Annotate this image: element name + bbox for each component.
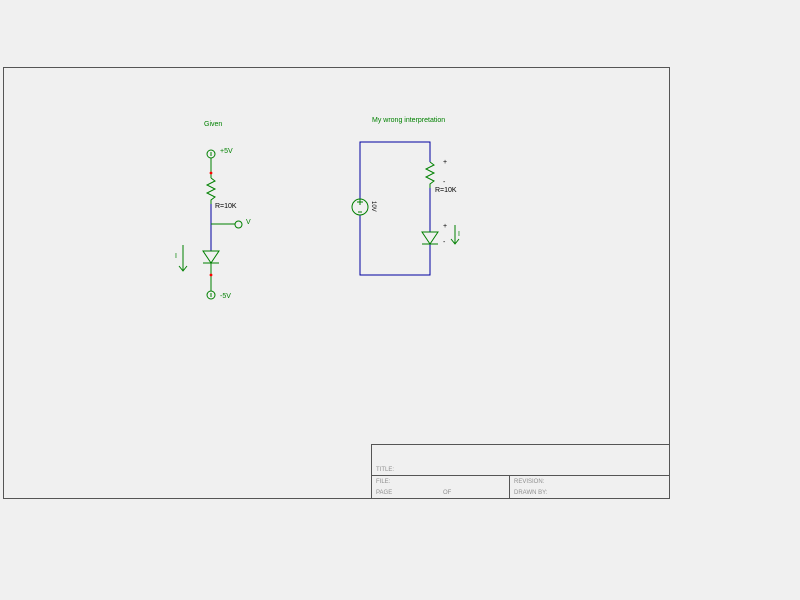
interp-resistor-label: R=10K <box>435 187 457 194</box>
supply-bottom-symbol <box>206 290 216 300</box>
title-block-file: FILE: <box>376 479 391 485</box>
given-resistor-label: R=10K <box>215 203 237 210</box>
title-block-drawn-by: DRAWN BY: <box>514 490 548 496</box>
given-current-arrow <box>178 245 188 272</box>
title-block-revision: REVISION: <box>514 479 545 485</box>
sheet-border <box>3 67 670 499</box>
interp-minus-1: - <box>443 179 446 186</box>
given-circuit: Given +5V R=10K V -5V <box>175 121 251 300</box>
interp-resistor-symbol <box>424 161 436 188</box>
junction-dot-bottom <box>209 273 213 277</box>
node-v-label: V <box>246 219 251 226</box>
interp-plus-1: + <box>443 159 447 166</box>
supply-top-label: +5V <box>220 148 233 155</box>
given-resistor-symbol <box>205 177 217 204</box>
interp-current-label: I <box>458 231 460 238</box>
title-block-frame <box>371 444 670 499</box>
supply-bottom-label: -5V <box>220 293 231 300</box>
voltage-source-symbol <box>351 198 369 216</box>
junction-dot-top <box>209 171 213 175</box>
title-block-of: OF <box>443 490 452 496</box>
interp-diode-symbol <box>421 231 439 245</box>
interpretation-title: My wrong interpretation <box>372 117 445 124</box>
given-title: Given <box>204 121 222 128</box>
loop-wire-top <box>359 141 431 199</box>
interp-minus-2: - <box>443 239 446 246</box>
supply-top-symbol <box>206 149 216 159</box>
loop-wire-bottom <box>359 215 431 276</box>
given-diode-symbol <box>202 250 220 291</box>
title-block: TITLE: FILE: REVISION: PAGE OF DRAWN BY: <box>371 444 670 499</box>
title-block-page: PAGE <box>376 490 392 496</box>
title-block-title: TITLE: <box>376 467 394 473</box>
given-current-label: I <box>175 253 177 260</box>
interp-plus-2: + <box>443 223 447 230</box>
node-v-terminal <box>234 220 243 229</box>
interp-current-arrow <box>450 225 460 245</box>
voltage-source-label: 10V <box>370 201 376 212</box>
interpretation-circuit: My wrong interpretation 10V + - R=10K + … <box>351 117 460 276</box>
